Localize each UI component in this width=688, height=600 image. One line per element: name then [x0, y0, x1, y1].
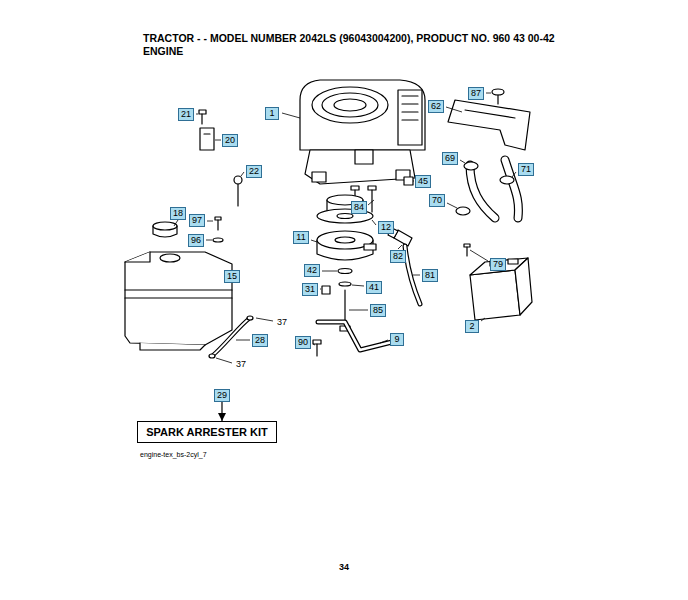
callout-box: 18 — [170, 207, 186, 220]
heat-shield — [448, 100, 530, 150]
callout-box: 97 — [189, 214, 205, 227]
callout-number: 1 — [268, 108, 276, 119]
callout-box: 82 — [390, 250, 406, 263]
callout-box: 81 — [422, 269, 438, 282]
callout-number: 71 — [521, 164, 531, 175]
callout-number: 20 — [225, 135, 235, 146]
muffler — [470, 258, 532, 320]
key-switch — [199, 110, 214, 150]
callout-number: 22 — [249, 166, 259, 177]
callout-box: 90 — [295, 336, 311, 349]
leader-lines — [174, 93, 516, 363]
callout-box: 28 — [252, 334, 268, 347]
callout-number: 62 — [431, 101, 441, 112]
callout-box: 71 — [518, 163, 534, 176]
figure-code: engine-tex_bs-2cyl_7 — [140, 451, 207, 458]
clutch — [317, 231, 376, 260]
callout-number: 37 — [236, 359, 246, 369]
shield-bolt — [492, 89, 504, 104]
callout-box: 9 — [390, 333, 404, 346]
bolt — [313, 340, 321, 356]
arrow-connector — [221, 402, 222, 422]
callout-number: 37 — [277, 317, 287, 327]
callout-box: 2 — [465, 320, 479, 333]
callout-box: 87 — [468, 87, 484, 100]
page-number: 34 — [339, 562, 349, 572]
callout-number: 82 — [393, 251, 403, 262]
fuel-cap — [153, 222, 177, 237]
brace-rod — [318, 322, 392, 350]
callout-number: 9 — [393, 334, 401, 345]
callout-box: 1 — [265, 107, 279, 120]
nut — [322, 286, 330, 294]
muffler-screw — [464, 244, 470, 256]
callout-box: 45 — [415, 175, 431, 188]
fuel-hose — [405, 246, 420, 304]
callout-number: 42 — [307, 265, 317, 276]
callout-number: 41 — [369, 282, 379, 293]
callout-box: 12 — [378, 221, 394, 234]
callout-box: 15 — [224, 270, 240, 283]
callout-box: 41 — [366, 281, 382, 294]
callout-number: 96 — [191, 235, 201, 246]
section-heading: ENGINE — [143, 45, 183, 57]
callout-number: 90 — [298, 337, 308, 348]
bolt — [234, 176, 242, 206]
callout-number: 11 — [296, 232, 305, 243]
clamps — [456, 162, 514, 215]
kit-box: SPARK ARRESTER KIT — [137, 421, 277, 443]
kit-label: SPARK ARRESTER KIT — [146, 425, 268, 439]
callout-box: 11 — [293, 231, 308, 244]
callout-box: 96 — [188, 234, 204, 247]
engine — [300, 80, 425, 184]
callout-number: 70 — [432, 195, 442, 206]
callout-number: 21 — [181, 109, 191, 120]
callout-box: 29 — [214, 389, 230, 402]
callout-box: 22 — [246, 165, 262, 178]
callout-number: 87 — [471, 88, 481, 99]
callout-number: 45 — [418, 176, 428, 187]
callout-number: 81 — [425, 270, 435, 281]
callout-box: 85 — [370, 304, 386, 317]
callout-box: 69 — [442, 152, 458, 165]
callout-number: 29 — [217, 390, 227, 401]
engine-fitting — [404, 177, 413, 185]
callout-number: 31 — [305, 284, 315, 295]
page-title: TRACTOR - - MODEL NUMBER 2042LS (9604300… — [143, 32, 555, 44]
exhaust-pipes — [470, 160, 518, 218]
callout-number: 84 — [354, 202, 364, 213]
callout-box: 20 — [222, 134, 238, 147]
fuel-line — [209, 316, 253, 358]
callout-box: 62 — [428, 100, 444, 113]
callout-box: 42 — [304, 264, 320, 277]
callout-box: 31 — [302, 283, 318, 296]
screw-washer — [213, 217, 223, 242]
callout-number: 2 — [468, 321, 476, 332]
callout-number: 69 — [445, 153, 455, 164]
callout-box: 70 — [429, 194, 445, 207]
callout-number: 15 — [227, 271, 237, 282]
callout-box: 21 — [178, 108, 194, 121]
callout-number: 97 — [192, 215, 202, 226]
callout-number: 28 — [255, 335, 265, 346]
callout-number: 18 — [173, 208, 183, 219]
callout-number: 12 — [381, 222, 391, 233]
callout-number: 79 — [493, 259, 503, 270]
washers — [338, 269, 352, 287]
fuel-tank — [125, 252, 232, 350]
callout-number: 85 — [373, 305, 383, 316]
callout-box: 79 — [490, 258, 506, 271]
pulley — [317, 195, 373, 223]
callout-box: 84 — [351, 201, 367, 214]
